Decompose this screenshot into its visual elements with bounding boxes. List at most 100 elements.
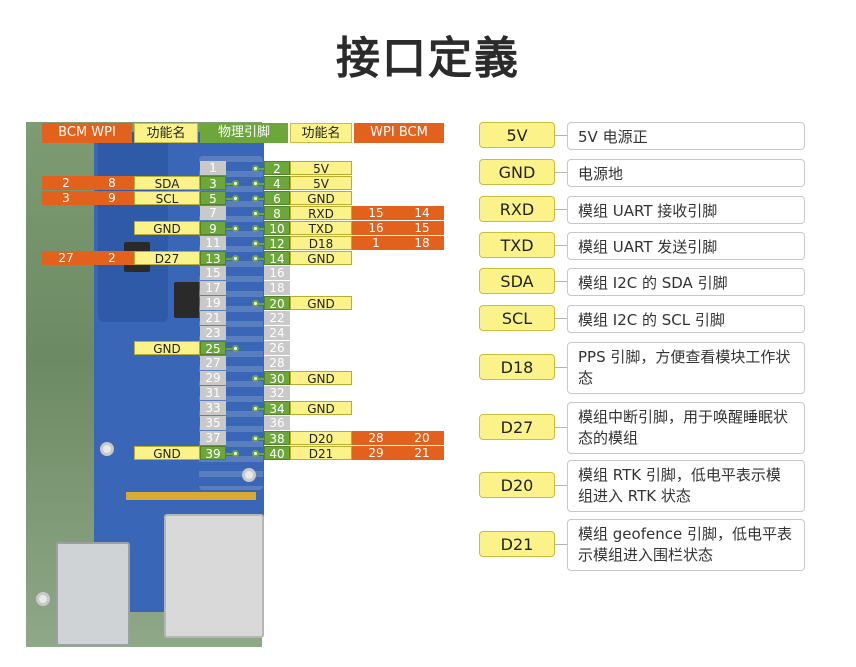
left-pin-number: 23 [200,326,226,340]
left-pin-number: 17 [200,281,226,295]
right-pin-function: RXD [290,206,352,221]
right-pin-function: D20 [290,431,352,446]
legend-description: 模组 UART 接收引脚 [567,196,805,224]
right-pin-wpi: 29 [352,446,400,460]
right-pin-connector [258,408,266,410]
legend-description: 模组 I2C 的 SDA 引脚 [567,268,805,296]
legend-connector [555,135,567,136]
right-pin-function: D21 [290,446,352,461]
right-pin-number: 38 [264,431,290,446]
left-pin-number: 35 [200,416,226,430]
right-pin-number: 8 [264,206,290,221]
left-pin-connector [226,228,234,230]
right-pin-wpi: 28 [352,431,400,445]
right-pin-number: 32 [264,386,290,400]
right-pin-function: GND [290,251,352,266]
right-pin-function: GND [290,401,352,416]
header-bcm-wpi-left: BCM WPI [42,123,132,143]
right-pin-connector [258,258,266,260]
left-pin-function: D27 [134,251,200,266]
legend-connector [555,318,567,319]
right-pin-number: 26 [264,341,290,355]
header-physical-pin: 物理引脚 [200,123,288,143]
left-pin-number: 29 [200,371,226,385]
right-pin-connector [258,183,266,185]
right-pin-connector [258,243,266,245]
right-pin-connector [258,228,266,230]
right-pin-bcm: 21 [400,446,444,460]
right-pin-wpi: 1 [352,236,400,250]
legend-connector [555,245,567,246]
left-pin-wpi: 9 [90,191,134,205]
legend-pin-name: SDA [479,268,555,294]
right-pin-number: 18 [264,281,290,295]
legend-description: 模组 RTK 引脚，低电平表示模组进入 RTK 状态 [567,460,805,512]
right-pin-connector [258,438,266,440]
right-pin-bcm: 15 [400,221,444,235]
right-pin-number: 40 [264,446,290,461]
right-pin-connector [258,198,266,200]
left-pin-bcm: 27 [42,251,90,265]
left-pin-number: 19 [200,296,226,310]
left-pin-connector [226,258,234,260]
left-pin-function: SCL [134,191,200,206]
right-pin-function: 5V [290,161,352,176]
left-pin-number: 3 [200,176,226,191]
left-pin-bcm: 3 [42,191,90,205]
right-pin-connector [258,303,266,305]
left-pin-number: 1 [200,161,226,175]
left-pin-number: 5 [200,191,226,206]
left-pin-bcm: 2 [42,176,90,190]
right-pin-number: 12 [264,236,290,251]
right-pin-number: 24 [264,326,290,340]
left-pin-connector [226,453,234,455]
right-pin-function: GND [290,371,352,386]
header-function-left: 功能名 [134,123,198,143]
legend-pin-name: 5V [479,122,555,148]
left-pin-function: SDA [134,176,200,191]
right-pin-number: 6 [264,191,290,206]
right-pin-wpi: 15 [352,206,400,220]
header-function-right: 功能名 [290,123,352,143]
legend-connector [555,209,567,210]
right-pin-function: GND [290,191,352,206]
legend-pin-name: GND [479,159,555,185]
legend-description: 模组中断引脚，用于唤醒睡眠状态的模组 [567,402,805,454]
legend-description: PPS 引脚，方便查看模块工作状态 [567,342,805,394]
left-pin-function: GND [134,221,200,236]
right-pin-number: 28 [264,356,290,370]
left-pin-number: 13 [200,251,226,266]
legend-connector [555,172,567,173]
legend-connector [555,367,567,368]
left-pin-wpi: 8 [90,176,134,190]
left-pin-number: 7 [200,206,226,220]
right-pin-number: 2 [264,161,290,176]
right-pin-wpi: 16 [352,221,400,235]
left-pin-connector [226,183,234,185]
right-pin-function: TXD [290,221,352,236]
right-pin-number: 34 [264,401,290,416]
legend-pin-name: D21 [479,531,555,557]
right-pin-number: 14 [264,251,290,266]
right-pin-connector [258,453,266,455]
right-pin-function: GND [290,296,352,311]
right-pin-number: 36 [264,416,290,430]
legend-description: 5V 电源正 [567,122,805,150]
left-pin-number: 33 [200,401,226,415]
left-pin-connector [226,348,234,350]
left-pin-connector [226,198,234,200]
left-pin-wpi: 2 [90,251,134,265]
right-pin-number: 4 [264,176,290,191]
right-pin-function: 5V [290,176,352,191]
right-pin-number: 10 [264,221,290,236]
legend-connector [555,281,567,282]
legend-pin-name: SCL [479,305,555,331]
left-pin-number: 27 [200,356,226,370]
left-pin-function: GND [134,446,200,461]
left-pin-number: 9 [200,221,226,236]
ethernet-port [164,514,264,638]
left-pin-number: 31 [200,386,226,400]
right-pin-bcm: 18 [400,236,444,250]
left-pin-function: GND [134,341,200,356]
left-pin-number: 11 [200,236,226,250]
